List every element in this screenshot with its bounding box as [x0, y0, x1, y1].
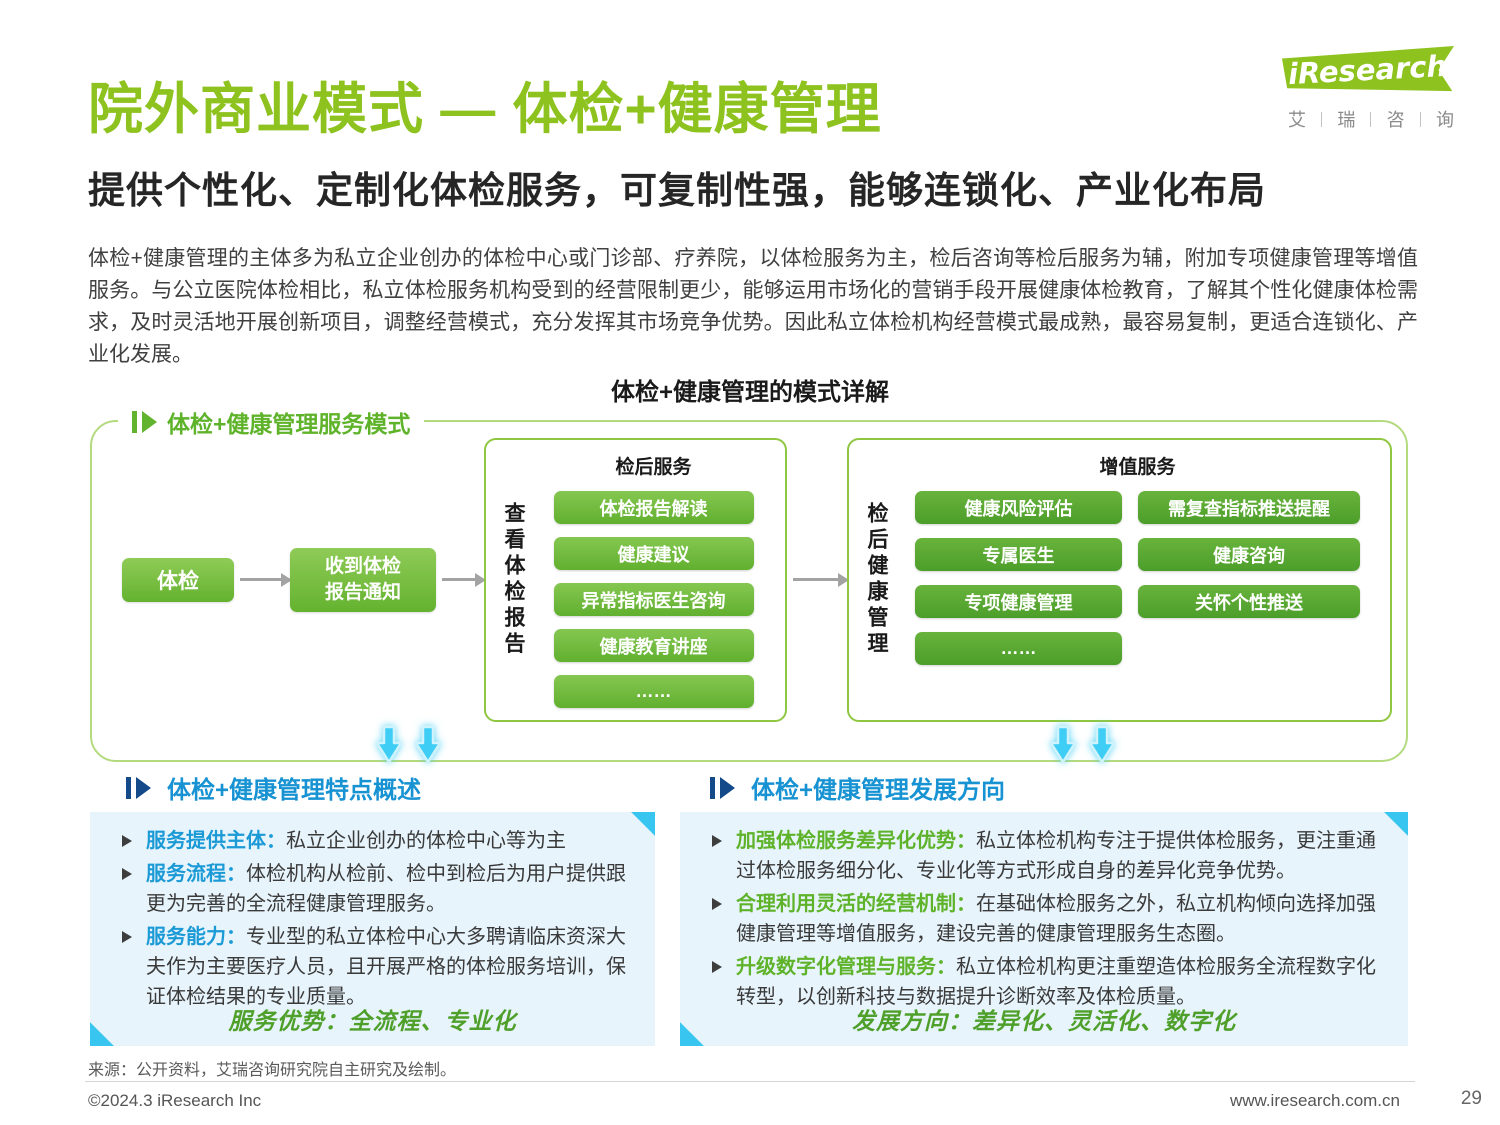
flow-arrow-icon: [240, 572, 292, 587]
logo-cn-char: 咨: [1386, 110, 1405, 130]
bullet-label: 服务流程：: [146, 863, 246, 885]
service-item: ……: [553, 675, 754, 708]
value-service-item: ……: [915, 632, 1122, 665]
logo-cn-divider: [1370, 111, 1372, 127]
bullet-item: 服务提供主体：私立企业创办的体检中心等为主: [120, 826, 629, 856]
bullet-label: 合理利用灵活的经营机制：: [736, 893, 976, 915]
page-title: 院外商业模式 — 体检+健康管理: [88, 78, 882, 140]
bullet-text: 私立体检机构专注于提供体检服务，更注重通过体检服务细分化、专业化等方式形成自身的…: [736, 830, 1376, 882]
logo-cn-char: 瑞: [1337, 110, 1356, 130]
down-arrow-icon: [1049, 725, 1077, 764]
development-direction-text: 发展方向：差异化、灵活化、数字化: [852, 1008, 1236, 1034]
service-item: 体检报告解读: [553, 491, 754, 524]
bullet-label: 加强体检服务差异化优势：: [736, 830, 976, 852]
flow-diagram-container: 体检+健康管理服务模式 体检 收到体检 报告通知 查看体检报告 检后服务 体检报…: [90, 405, 1408, 762]
body-paragraph: 体检+健康管理的主体多为私立企业创办的体检中心或门诊部、疗养院，以体检服务为主，…: [88, 247, 1418, 366]
value-service-item: 专项健康管理: [915, 585, 1122, 618]
directions-panel: 加强体检服务差异化优势：私立体检机构专注于提供体检服务，更注重通过体检服务细分化…: [680, 812, 1408, 1046]
play-icon: [126, 776, 151, 799]
bullet-label: 升级数字化管理与服务：: [736, 956, 956, 978]
bullet-label: 服务提供主体：: [146, 830, 286, 852]
page-subtitle: 提供个性化、定制化体检服务，可复制性强，能够连锁化、产业化布局: [88, 170, 1266, 211]
down-arrow-icon: [1088, 725, 1116, 764]
down-arrows-right: [1048, 724, 1117, 766]
bullet-item: 合理利用灵活的经营机制：在基础体检服务之外，私立机构倾向选择加强健康管理等增值服…: [710, 889, 1382, 949]
box-header-post-exam: 检后服务: [615, 457, 692, 478]
logo-cn-char: 询: [1435, 110, 1454, 130]
flow-label-text: 体检+健康管理服务模式: [167, 411, 411, 437]
value-service-item: 需复查指标推送提醒: [1138, 491, 1360, 524]
features-section-header: 体检+健康管理特点概述: [126, 770, 421, 805]
down-arrows-left: [374, 724, 443, 766]
flow-step-report-notice: 收到体检 报告通知: [290, 548, 436, 612]
flow-arrow-icon: [793, 572, 849, 587]
diagram-title: 体检+健康管理的模式详解: [610, 379, 889, 406]
service-item: 健康教育讲座: [553, 629, 754, 662]
play-icon: [132, 411, 157, 433]
features-panel: 服务提供主体：私立企业创办的体检中心等为主 服务流程：体检机构从检前、检中到检后…: [90, 812, 655, 1046]
logo-accent-icon: [1282, 46, 1293, 52]
value-service-item: 关怀个性推送: [1138, 585, 1360, 618]
logo-brand-text: iResearch: [1287, 48, 1449, 92]
directions-section-header: 体检+健康管理发展方向: [710, 770, 1005, 805]
bullet-text: 专业型的私立体检中心大多聘请临床资深大夫作为主要医疗人员，且开展严格的体检服务培…: [146, 926, 626, 1008]
bullet-item: 服务流程：体检机构从检前、检中到检后为用户提供跟更为完善的全流程健康管理服务。: [120, 859, 629, 919]
post-exam-service-box: 查看体检报告 检后服务 体检报告解读 健康建议 异常指标医生咨询 健康教育讲座 …: [484, 438, 787, 722]
logo-cn-text: 艾 瑞 咨 询: [1282, 106, 1460, 132]
bullet-label: 服务能力：: [146, 926, 246, 948]
vertical-label-view-report: 查看体检报告: [502, 502, 525, 658]
bullet-text: 在基础体检服务之外，私立机构倾向选择加强健康管理等增值服务，建设完善的健康管理服…: [736, 893, 1376, 945]
service-item: 健康建议: [553, 537, 754, 570]
brand-logo: iResearch 艾 瑞 咨 询: [1282, 46, 1460, 132]
copyright-text: ©2024.3 iResearch Inc: [88, 1091, 262, 1110]
flow-step-exam: 体检: [122, 558, 234, 602]
box-header-value-added: 增值服务: [1099, 457, 1176, 478]
corner-accent-icon: [631, 812, 655, 836]
flow-arrow-icon: [442, 572, 486, 587]
footer-divider: [85, 1081, 1415, 1082]
service-item: 异常指标医生咨询: [553, 583, 754, 616]
directions-header-text: 体检+健康管理发展方向: [751, 777, 1006, 804]
corner-accent-icon: [1384, 812, 1408, 836]
service-advantage-text: 服务优势：全流程、专业化: [228, 1008, 517, 1034]
value-service-item: 健康风险评估: [915, 491, 1122, 524]
logo-cn-divider: [1419, 111, 1421, 127]
logo-cn-char: 艾: [1288, 110, 1306, 130]
value-service-item: 健康咨询: [1138, 538, 1360, 571]
bullet-item: 升级数字化管理与服务：私立体检机构更注重塑造体检服务全流程数字化转型，以创新科技…: [710, 952, 1382, 1012]
down-arrow-icon: [375, 725, 403, 764]
value-added-service-box: 检后健康管理 增值服务 健康风险评估 需复查指标推送提醒 专属医生 健康咨询 专…: [847, 438, 1392, 722]
vertical-label-health-management: 检后健康管理: [865, 502, 888, 658]
bullet-text: 私立体检机构更注重塑造体检服务全流程数字化转型，以创新科技与数据提升诊断效率及体…: [736, 956, 1376, 1008]
bullet-text: 体检机构从检前、检中到检后为用户提供跟更为完善的全流程健康管理服务。: [146, 863, 626, 915]
play-icon: [710, 776, 735, 799]
logo-cn-divider: [1321, 111, 1323, 127]
features-header-text: 体检+健康管理特点概述: [167, 777, 422, 804]
page-number: 29: [1460, 1088, 1482, 1109]
bullet-item: 加强体检服务差异化优势：私立体检机构专注于提供体检服务，更注重通过体检服务细分化…: [710, 826, 1382, 886]
bullet-text: 私立企业创办的体检中心等为主: [286, 830, 566, 852]
logo-flag: iResearch: [1282, 46, 1454, 92]
website-link[interactable]: www.iresearch.com.cn: [1229, 1091, 1400, 1110]
down-arrow-icon: [414, 725, 442, 764]
source-note: 来源：公开资料，艾瑞咨询研究院自主研究及绘制。: [88, 1062, 457, 1079]
bullet-item: 服务能力：专业型的私立体检中心大多聘请临床资深大夫作为主要医疗人员，且开展严格的…: [120, 922, 629, 1012]
flow-section-label: 体检+健康管理服务模式: [118, 405, 425, 439]
value-service-item: 专属医生: [915, 538, 1122, 571]
